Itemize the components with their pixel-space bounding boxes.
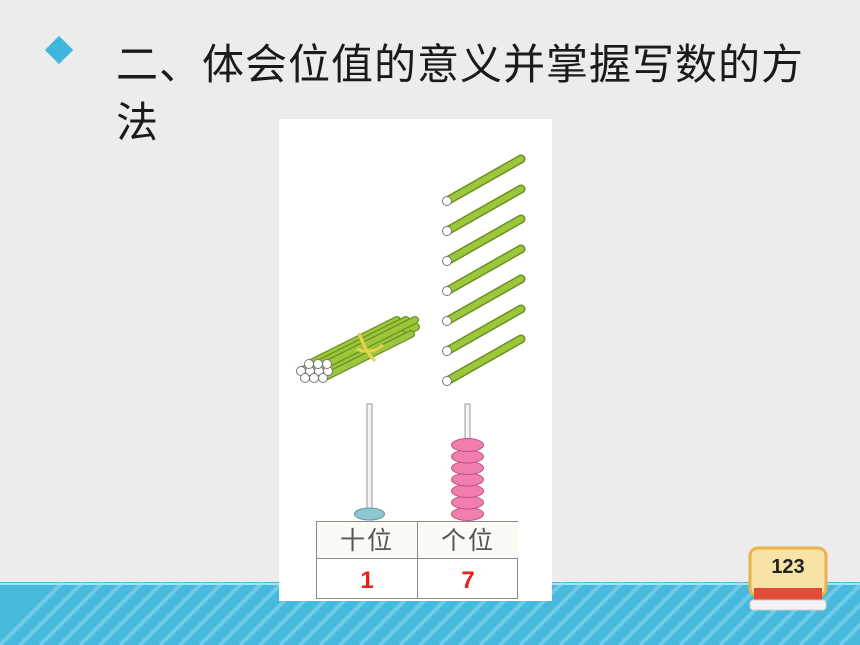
page-number-badge: 123	[748, 546, 828, 616]
place-value-table: 十位 个位 1 7	[316, 521, 518, 599]
single-stick	[442, 184, 526, 236]
stick-end	[304, 359, 314, 369]
single-stick	[442, 214, 526, 266]
single-stick	[442, 154, 526, 206]
badge-frame	[748, 546, 828, 611]
bundle-tie	[356, 332, 384, 363]
single-sticks	[442, 154, 526, 386]
bundled-stick	[319, 330, 415, 382]
ones-bead	[451, 438, 484, 452]
stick-end	[300, 373, 310, 383]
bundled-stick	[305, 316, 401, 368]
stick-end	[313, 359, 323, 369]
tens-bead	[354, 507, 385, 521]
bundled-stick	[323, 316, 419, 368]
single-stick	[442, 334, 526, 386]
stick-end	[309, 373, 319, 383]
ones-beads	[451, 438, 484, 521]
single-stick	[442, 304, 526, 356]
abacus-rod-tens	[366, 403, 373, 521]
badge-number: 123	[771, 556, 805, 578]
tens-beads	[354, 507, 385, 521]
stick-end	[322, 359, 332, 369]
sticks-and-abacus-drawing	[296, 154, 526, 521]
table-divider	[417, 522, 418, 598]
ones-digit: 7	[461, 567, 475, 594]
single-stick	[442, 244, 526, 296]
stick-bundle	[296, 316, 420, 383]
tens-place-header: 十位	[317, 522, 417, 559]
tens-digit: 1	[360, 567, 374, 594]
single-stick	[442, 274, 526, 326]
slide-title: 二、体会位值的意义并掌握写数的方法	[116, 40, 805, 147]
ones-place-header: 个位	[418, 522, 518, 559]
place-value-illustration: 十位 个位 1 7	[279, 119, 552, 601]
stick-end	[318, 373, 328, 383]
bullet-diamond-icon	[44, 35, 74, 65]
